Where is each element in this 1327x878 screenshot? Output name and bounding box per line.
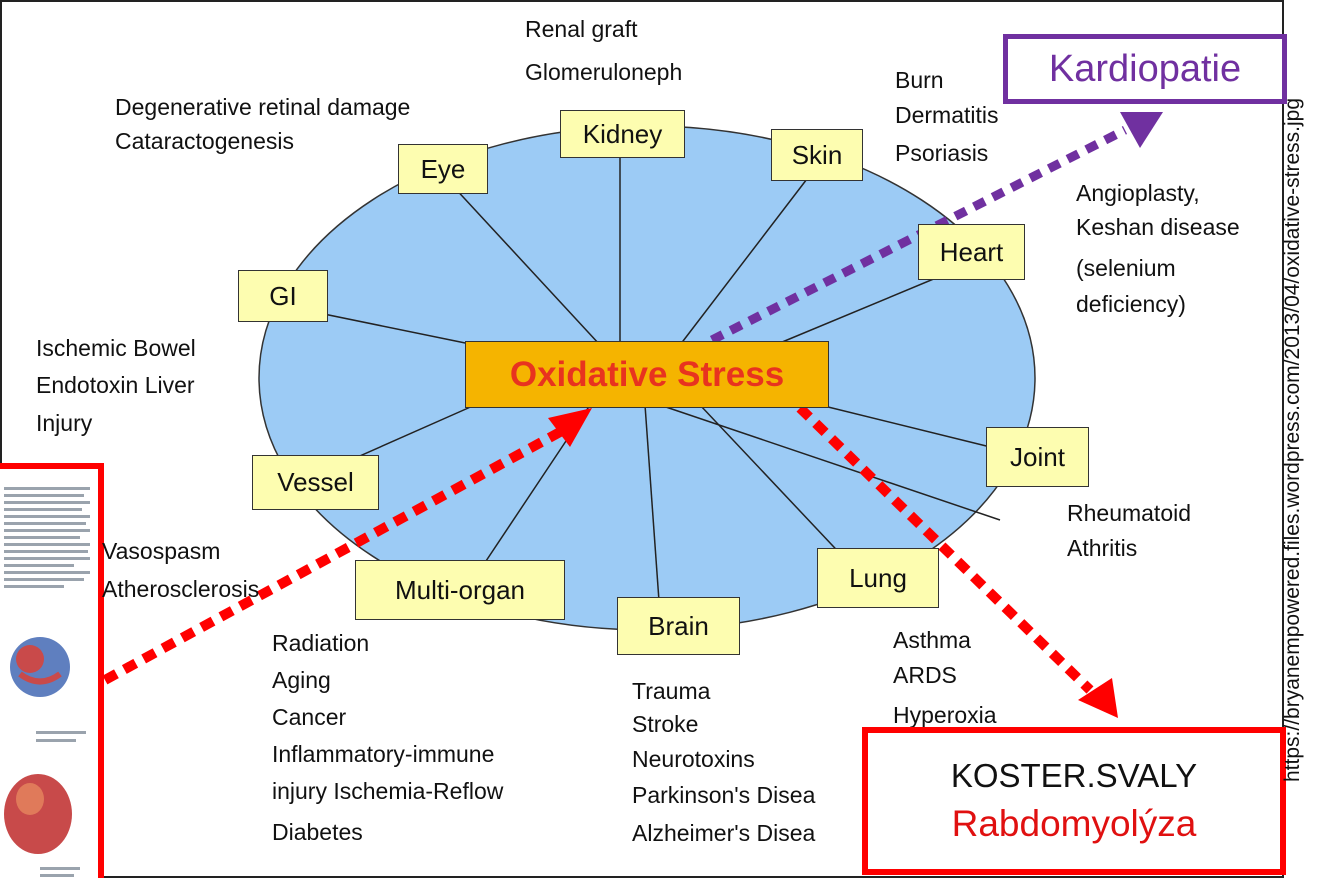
conditions-brain-3: Neurotoxins [632, 744, 755, 775]
koster-title: KOSTER.SVALY [951, 753, 1197, 799]
conditions-brain-5: Alzheimer's Disea [632, 818, 815, 849]
center-oxidative-stress: Oxidative Stress [465, 341, 829, 408]
conditions-joint-2: Athritis [1067, 533, 1137, 564]
conditions-heart-2: Keshan disease [1076, 212, 1240, 243]
conditions-eye-2: Cataractogenesis [115, 126, 294, 157]
purple-arrowhead [1120, 112, 1163, 148]
organ-brain: Brain [617, 597, 740, 655]
source-url: https://bryanempowered.files.wordpress.c… [1281, 98, 1305, 782]
kardiopatie-callout: Kardiopatie [1003, 34, 1287, 104]
organ-gi: GI [238, 270, 328, 322]
organ-lung: Lung [817, 548, 939, 608]
conditions-skin-3: Psoriasis [895, 138, 988, 169]
organ-multi-organ: Multi-organ [355, 560, 565, 620]
article-thumbnail [0, 463, 104, 878]
conditions-kidney-1: Renal graft [525, 14, 638, 45]
conditions-joint-1: Rheumatoid [1067, 498, 1191, 529]
conditions-kidney-2: Glomeruloneph [525, 57, 682, 88]
conditions-vessel-2: Atherosclerosis [102, 574, 259, 605]
conditions-multi-6: Diabetes [272, 817, 363, 848]
organ-vessel: Vessel [252, 455, 379, 510]
conditions-gi-1: Ischemic Bowel [36, 333, 196, 364]
conditions-multi-1: Radiation [272, 628, 369, 659]
conditions-multi-4: Inflammatory-immune [272, 739, 494, 770]
conditions-skin-1: Burn [895, 65, 944, 96]
conditions-multi-3: Cancer [272, 702, 346, 733]
organ-skin: Skin [771, 129, 863, 181]
conditions-multi-5: injury Ischemia-Reflow [272, 776, 503, 807]
koster-svaly-callout: KOSTER.SVALY Rabdomyolýza [862, 727, 1286, 875]
article-thumbnail-drawing [0, 469, 104, 878]
conditions-lung-1: Asthma [893, 625, 971, 656]
conditions-vessel-1: Vasospasm [102, 536, 220, 567]
organ-joint: Joint [986, 427, 1089, 487]
conditions-multi-2: Aging [272, 665, 331, 696]
organ-heart: Heart [918, 224, 1025, 280]
conditions-heart-3: (selenium [1076, 253, 1176, 284]
conditions-heart-4: deficiency) [1076, 289, 1186, 320]
conditions-lung-2: ARDS [893, 660, 957, 691]
organ-eye: Eye [398, 144, 488, 194]
conditions-brain-1: Trauma [632, 676, 710, 707]
conditions-heart-1: Angioplasty, [1076, 178, 1200, 209]
conditions-brain-4: Parkinson's Disea [632, 780, 815, 811]
conditions-brain-2: Stroke [632, 709, 698, 740]
conditions-gi-2: Endotoxin Liver [36, 370, 195, 401]
conditions-gi-3: Injury [36, 408, 92, 439]
conditions-skin-2: Dermatitis [895, 100, 999, 131]
conditions-eye-1: Degenerative retinal damage [115, 92, 410, 123]
rabdomyolyza-text: Rabdomyolýza [952, 799, 1197, 849]
organ-kidney: Kidney [560, 110, 685, 158]
